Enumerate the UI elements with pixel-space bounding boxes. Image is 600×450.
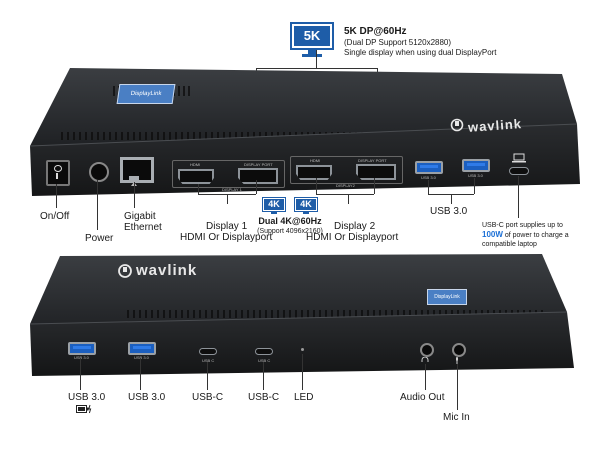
laptop-icon: [512, 153, 526, 163]
usb30-port-back-2[interactable]: [462, 159, 490, 172]
label-usb30-back: USB 3.0: [430, 206, 468, 217]
label-mic-in: Mic In: [443, 412, 470, 423]
label-usbc-front-2: USB-C: [248, 392, 280, 403]
usbc-note: USB-C port supplies up to 100W of power …: [482, 222, 569, 248]
wavlink-mark-icon: [450, 118, 464, 132]
usbc-port-front-2[interactable]: [255, 348, 273, 355]
spec-5k-line1: (Dual DP Support 5120x2880): [344, 38, 452, 47]
badge-5k: 5K: [303, 28, 321, 43]
badge-4k-left: 4K: [262, 197, 286, 214]
label-ethernet: Ethernet: [124, 222, 162, 233]
power-switch[interactable]: [46, 160, 70, 186]
label-audio-out: Audio Out: [400, 392, 445, 403]
displayport-port-2[interactable]: [356, 164, 396, 180]
spec-5k-title: 5K DP@60Hz: [344, 26, 407, 37]
headphone-icon: [421, 357, 429, 362]
wavlink-mark-icon: [118, 264, 132, 278]
label-display1-sub: HDMI Or Displayport: [180, 232, 273, 243]
microphone-icon: [456, 357, 458, 364]
led-indicator: [301, 348, 304, 351]
usb30-port-front-2[interactable]: [128, 342, 156, 355]
label-power: Power: [85, 233, 114, 244]
hdmi-port-1[interactable]: [178, 169, 214, 184]
label-usbc-front-1: USB-C: [192, 392, 224, 403]
mic-in-jack[interactable]: [452, 343, 466, 357]
power-jack[interactable]: [89, 162, 109, 182]
label-usb30-front-1: USB 3.0: [68, 392, 106, 403]
displayport-port-1[interactable]: [238, 168, 278, 184]
label-gigabit: Gigabit: [124, 211, 156, 222]
label-on-off: On/Off: [40, 211, 70, 222]
label-display2-sub: HDMI Or Displayport: [306, 232, 399, 243]
label-led: LED: [294, 392, 314, 403]
ethernet-port[interactable]: [120, 157, 154, 183]
charge-icon: [76, 404, 92, 414]
spec-4k-sub: (Support 4096x2160): [257, 228, 323, 235]
usb30-port-back-1[interactable]: [415, 161, 443, 174]
monitor-icon: [290, 22, 334, 57]
spec-5k-line2: Single display when using dual DisplayPo…: [344, 48, 497, 57]
usbc-port-front-1[interactable]: [199, 348, 217, 355]
wavlink-logo-front: wavlink: [136, 262, 198, 279]
label-display1: Display 1: [206, 221, 248, 232]
hdmi-port-2[interactable]: [296, 165, 332, 180]
dock-front: [29, 254, 574, 376]
badge-4k-right: 4K: [294, 197, 318, 214]
displaylink-sticker: DisplayLink: [116, 84, 176, 104]
audio-out-jack[interactable]: [420, 343, 434, 357]
display2-panel: [290, 156, 403, 184]
display1-panel: [172, 160, 285, 188]
spec-5k: 5K 5K DP@60Hz (Dual DP Support 5120x2880…: [290, 22, 560, 64]
spec-4k-title: Dual 4K@60Hz: [258, 216, 322, 226]
usb30-port-front-1[interactable]: [68, 342, 96, 355]
usbc-port-back[interactable]: [509, 167, 529, 175]
label-usb30-front-2: USB 3.0: [128, 392, 166, 403]
displaylink-sticker-front: DisplayLink: [427, 289, 467, 305]
label-display2: Display 2: [334, 221, 376, 232]
